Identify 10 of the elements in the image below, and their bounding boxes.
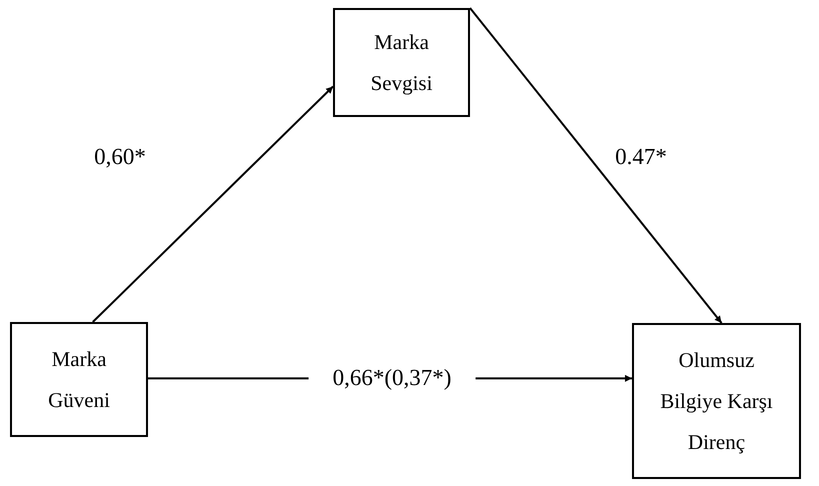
variable-box [10,322,148,437]
box-label: Marka Güveni [47,346,111,414]
arrow [92,86,334,323]
edge-label: 0,60* [94,142,146,171]
edge-label: 0.47* [615,142,667,171]
box-label: Olumsuz Bilgiye Karşı Direnç [659,346,774,456]
box-label: Marka Sevgisi [370,28,434,96]
variable-box [632,323,801,479]
arrow [469,7,722,324]
variable-box [333,8,470,117]
